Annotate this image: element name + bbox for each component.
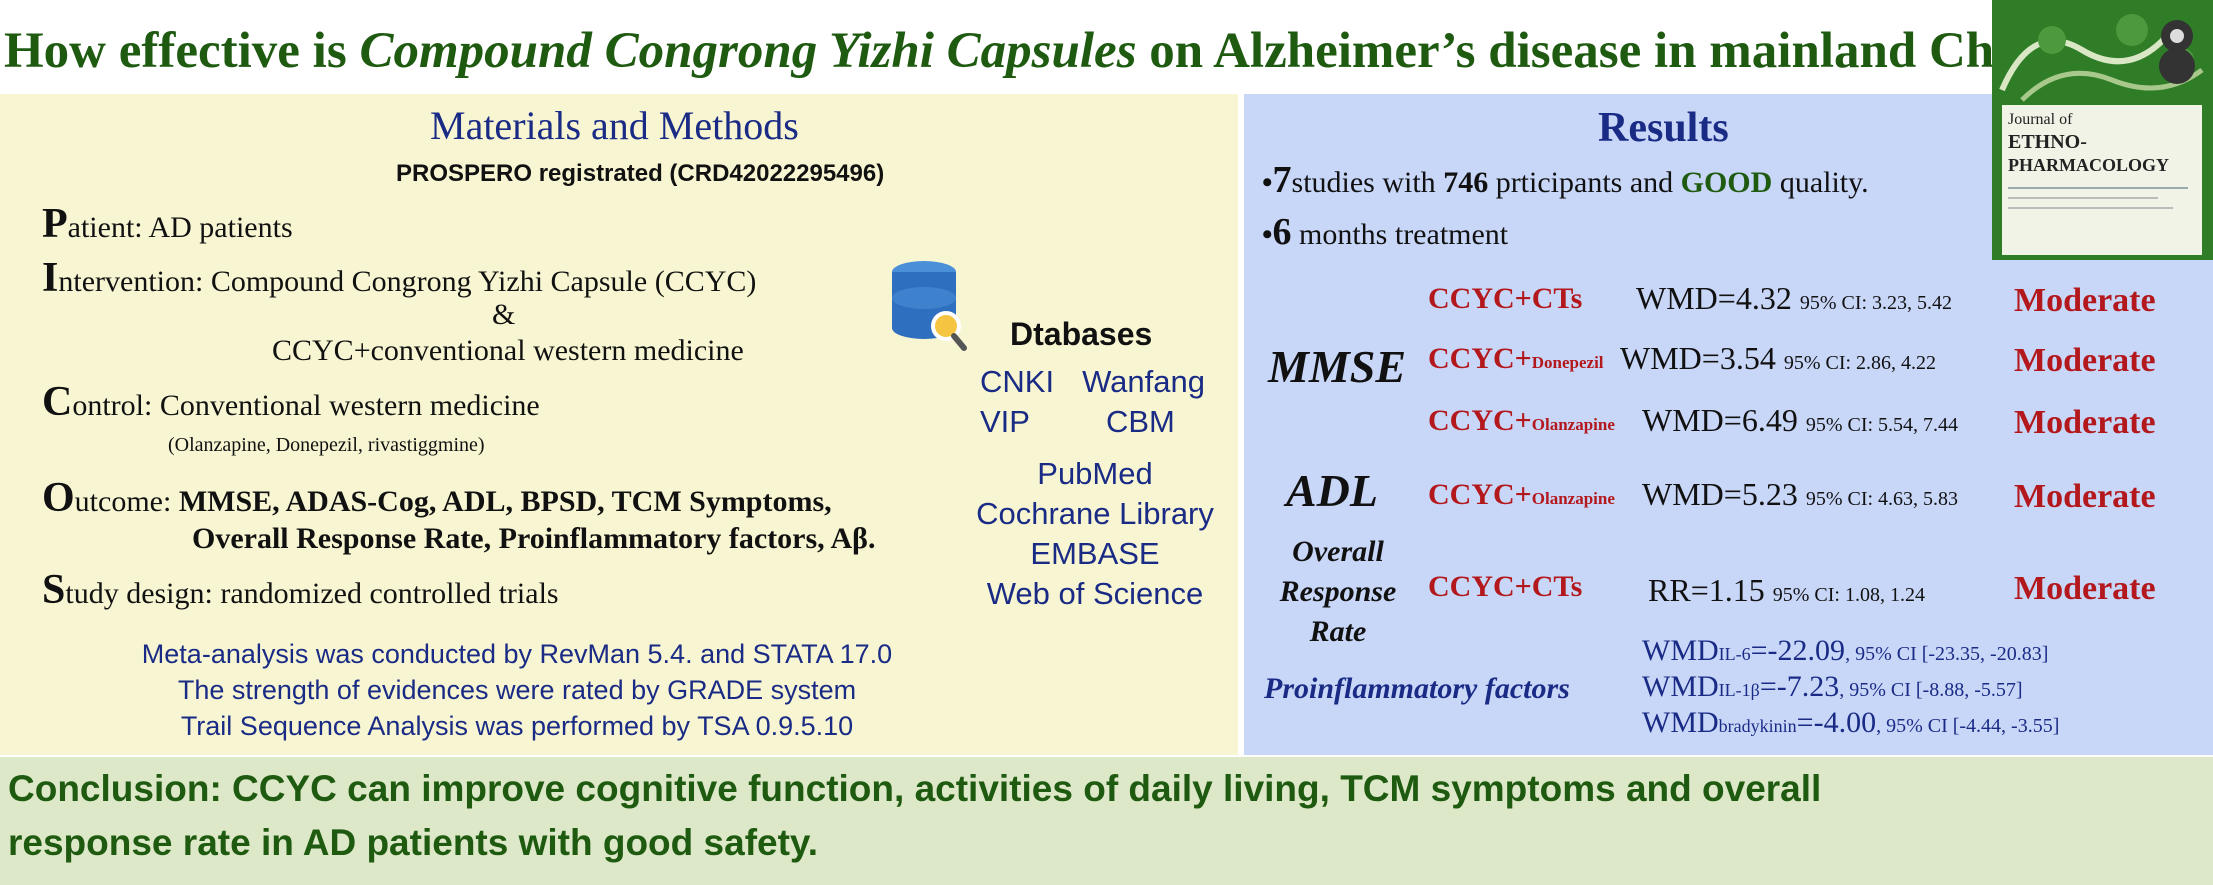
grade-badge: Moderate [2014,478,2156,515]
grade-badge: Moderate [2014,404,2156,441]
adl-label: ADL [1286,465,1378,516]
database-item: Web of Science [986,576,1204,611]
results-summary-2: •6 months treatment [1262,211,1509,253]
intervention-item: Intervention: Compound Congrong Yizhi Ca… [42,255,757,301]
database-item: EMBASE [1030,536,1160,571]
result-stat: RR=1.15 95% CI: 1.08, 1.24 [1648,572,1925,608]
grade-badge: Moderate [2014,570,2156,607]
journal-logo-icon [2150,14,2204,86]
databases-heading: Dtabases [1010,316,1153,352]
result-group: CCYC+Olanzapine [1428,478,1615,511]
results-summary-1: •7studies with 746 prticipants and GOOD … [1262,159,1869,201]
methods-heading: Materials and Methods [430,103,799,148]
database-item: PubMed [1037,456,1153,491]
result-group: CCYC+Olanzapine [1428,404,1615,437]
analysis-line: Meta-analysis was conducted by RevMan 5.… [141,639,893,669]
conclusion-line-1: Conclusion: CCYC can improve cognitive f… [8,768,1822,809]
database-search-icon [888,258,968,354]
prospero-registration: PROSPERO registrated (CRD42022295496) [396,160,885,187]
grade-badge: Moderate [2014,282,2156,319]
database-item: Cochrane Library [976,496,1214,531]
result-group: CCYC+CTs [1428,282,1583,315]
mmse-label: MMSE [1268,341,1407,392]
analysis-line: The strength of evidences were rated by … [177,675,857,705]
result-stat: WMD=6.49 95% CI: 5.54, 7.44 [1642,402,1959,438]
result-stat: WMD=3.54 95% CI: 2.86, 4.22 [1620,340,1937,376]
journal-title-line1: Journal of [2008,111,2073,128]
outcome-item-2: Overall Response Rate, Proinflammatory f… [192,522,876,555]
results-heading: Results [1598,105,1729,151]
outcome-item: Outcome: MMSE, ADAS-Cog, ADL, BPSD, TCM … [42,475,832,521]
page-title: How effective is Compound Congrong Yizhi… [4,23,2088,79]
journal-title-line3: PHARMACOLOGY [2008,155,2169,175]
methods-panel [0,94,1238,755]
study-design-item: Study design: randomized controlled tria… [42,567,559,613]
analysis-notes: Meta-analysis was conducted by RevMan 5.… [92,636,942,744]
result-stat: WMD=4.32 95% CI: 3.23, 5.42 [1636,280,1953,316]
overall-response-label: Overall Response Rate [1279,535,1397,648]
control-note: (Olanzapine, Donepezil, rivastiggmine) [168,434,485,456]
result-group: CCYC+CTs [1428,570,1583,603]
proinflammatory-row: WMDIL-6=-22.09, 95% CI [-23.35, -20.83] [1642,634,2049,667]
conclusion-panel [0,757,2213,885]
journal-title-line2: ETHNO- [2008,131,2087,153]
proinflammatory-row: WMDIL-1β=-7.23, 95% CI [-8.88, -5.57] [1642,670,2023,703]
result-group: CCYC+Donepezil [1428,342,1604,375]
patient-item: Patient: AD patients [42,201,293,247]
control-item: Control: Conventional western medicine [42,379,540,425]
intervention-item-2: CCYC+conventional western medicine [272,334,744,367]
proinflammatory-row: WMDbradykinin=-4.00, 95% CI [-4.44, -3.5… [1642,706,2060,739]
proinflammatory-label: Proinflammatory factors [1264,672,1570,705]
result-stat: WMD=5.23 95% CI: 4.63, 5.83 [1642,476,1959,512]
intervention-ampersand: & [492,298,516,331]
analysis-line: Trail Sequence Analysis was performed by… [180,711,854,741]
grade-badge: Moderate [2014,342,2156,379]
database-list: PubMed Cochrane Library EMBASE Web of Sc… [960,454,1230,614]
conclusion-line-2: response rate in AD patients with good s… [8,822,819,863]
